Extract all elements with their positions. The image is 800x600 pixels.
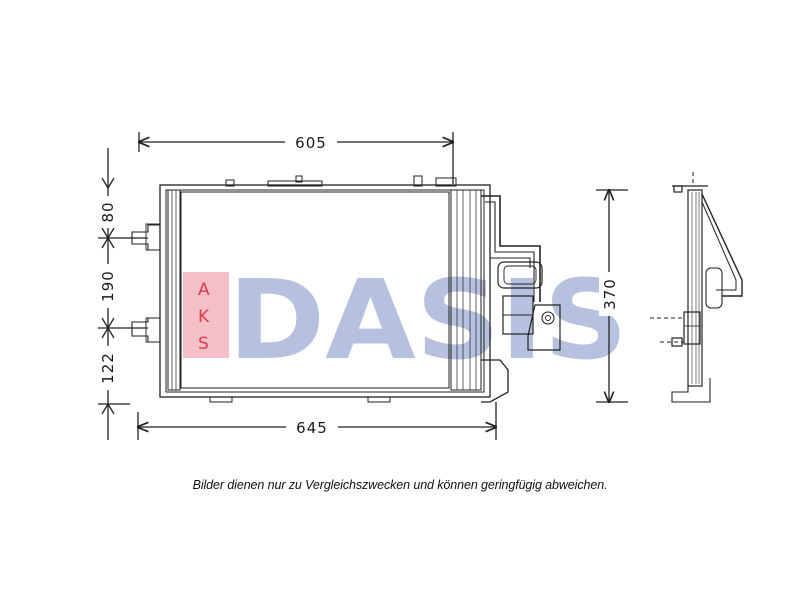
watermark: A K S DASIS <box>183 256 628 384</box>
core-outline <box>159 184 491 398</box>
dimension-height-bottom-label: 122 <box>99 352 117 384</box>
core-fin-area <box>180 191 450 389</box>
dimension-bottom-width-label: 645 <box>296 419 328 437</box>
watermark-red-block <box>183 272 229 358</box>
watermark-letter-s: S <box>198 334 209 354</box>
watermark-letter-k: K <box>198 307 210 327</box>
core-inner-frame <box>165 189 485 393</box>
dimension-height-top-label: 80 <box>99 201 117 222</box>
watermark-letter-a: A <box>198 280 210 300</box>
dimension-top-width-label: 605 <box>295 134 327 152</box>
watermark-logo: DASIS <box>228 256 628 384</box>
disclaimer-caption: Bilder dienen nur zu Vergleichszwecken u… <box>192 478 608 492</box>
condenser-side-view <box>650 172 743 403</box>
condenser-front-view <box>131 175 561 403</box>
dimension-side-height-label: 370 <box>601 278 619 310</box>
dimension-height-middle-label: 190 <box>99 270 117 302</box>
